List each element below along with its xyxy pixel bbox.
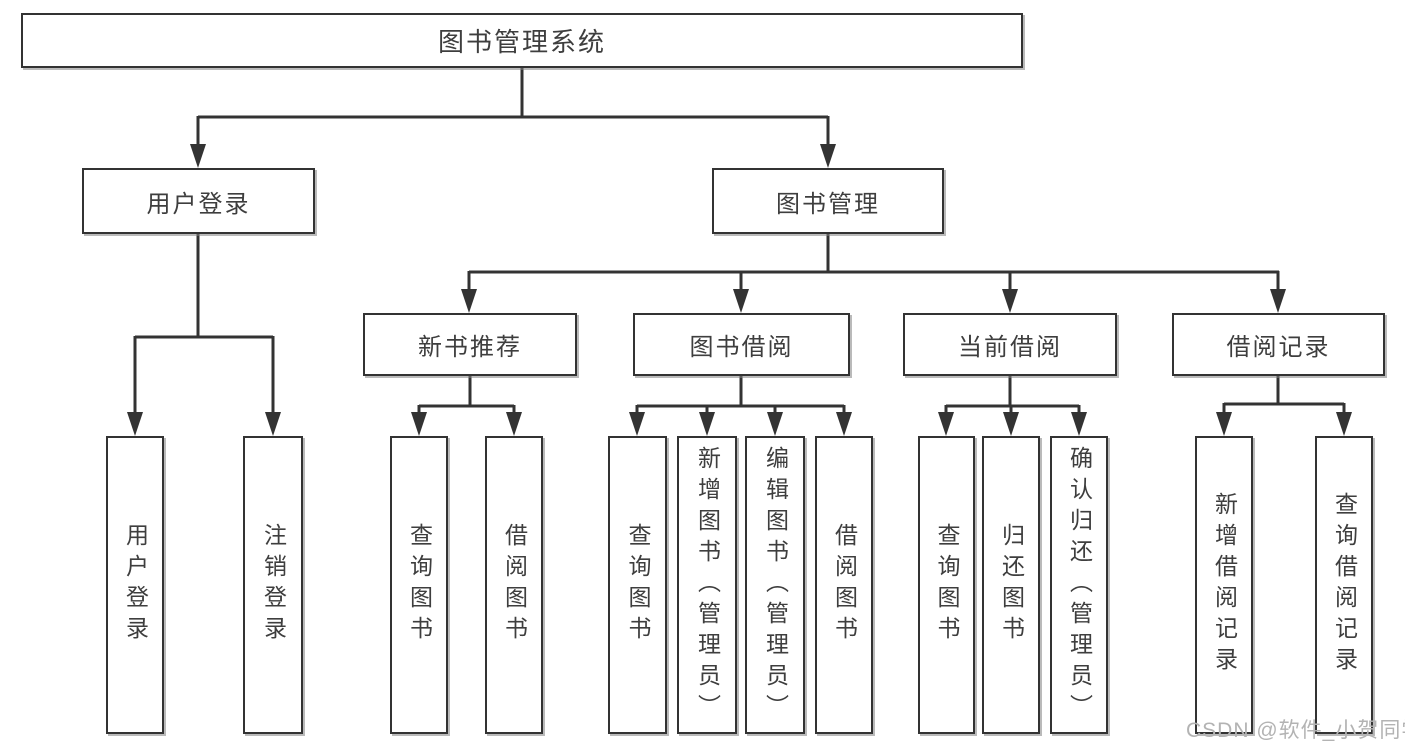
node-bor-add-book-admin-label: 新增图书（管理员）: [694, 445, 721, 725]
node-rec-borrow-book: 借阅图书: [485, 436, 543, 734]
arrowhead: [127, 412, 143, 436]
node-rcd-add-record-label: 新增借阅记录: [1211, 492, 1238, 678]
arrowhead: [1270, 289, 1286, 313]
arrowhead: [411, 412, 427, 436]
node-library-management-system-label: 图书管理系统: [437, 27, 606, 57]
node-cur-confirm-return-admin: 确认归还（管理员）: [1050, 436, 1108, 734]
node-cur-query-book-label: 查询图书: [934, 523, 960, 647]
arrowhead: [506, 412, 522, 436]
node-leaf-user-login-label: 用户登录: [122, 523, 149, 647]
node-rec-query-book-label: 查询图书: [406, 523, 433, 647]
node-bor-query-book-label: 查询图书: [625, 523, 651, 647]
node-bor-add-book-admin: 新增图书（管理员）: [677, 436, 737, 734]
arrowhead: [629, 412, 645, 436]
node-rcd-query-record-label: 查询借阅记录: [1331, 492, 1358, 678]
arrowhead: [820, 144, 836, 168]
node-leaf-logout-label: 注销登录: [260, 523, 287, 647]
node-new-book-recommendation: 新书推荐: [363, 313, 577, 376]
arrowhead: [836, 412, 852, 436]
node-rcd-query-record: 查询借阅记录: [1315, 436, 1373, 734]
node-new-book-recommendation-label: 新书推荐: [418, 334, 522, 361]
arrowhead: [1216, 412, 1232, 436]
node-bor-borrow-book: 借阅图书: [815, 436, 873, 734]
arrowhead: [461, 289, 477, 313]
node-cur-query-book: 查询图书: [918, 436, 975, 734]
node-bor-edit-book-admin-label: 编辑图书（管理员）: [762, 445, 789, 725]
node-user-login-label: 用户登录: [146, 190, 251, 218]
node-current-borrowing-label: 当前借阅: [958, 334, 1062, 361]
csdn-watermark: CSDN @软件_小贺同学: [1186, 719, 1405, 742]
node-book-management-label: 图书管理: [776, 190, 880, 218]
arrowhead: [699, 412, 715, 436]
node-leaf-user-login: 用户登录: [106, 436, 164, 734]
node-rcd-add-record: 新增借阅记录: [1195, 436, 1253, 734]
arrowhead: [1003, 412, 1019, 436]
node-borrowing-records-label: 借阅记录: [1226, 334, 1331, 361]
connector-lines: [133, 68, 1346, 416]
arrowhead: [767, 412, 783, 436]
arrowhead: [938, 412, 954, 436]
node-cur-confirm-return-admin-label: 确认归还（管理员）: [1066, 445, 1093, 725]
node-book-management: 图书管理: [712, 168, 944, 234]
node-rec-borrow-book-label: 借阅图书: [501, 523, 528, 647]
node-book-borrowing: 图书借阅: [633, 313, 850, 376]
node-cur-return-book-label: 归还图书: [998, 523, 1025, 647]
node-rec-query-book: 查询图书: [390, 436, 448, 734]
arrowhead: [1071, 412, 1087, 436]
arrowheads-group: [127, 144, 1352, 436]
node-cur-return-book: 归还图书: [982, 436, 1040, 734]
node-bor-edit-book-admin: 编辑图书（管理员）: [745, 436, 805, 734]
node-leaf-logout: 注销登录: [243, 436, 303, 734]
node-library-management-system: 图书管理系统: [21, 13, 1023, 68]
arrowhead: [1336, 412, 1352, 436]
node-user-login: 用户登录: [82, 168, 315, 234]
node-bor-query-book: 查询图书: [608, 436, 667, 734]
node-borrowing-records: 借阅记录: [1172, 313, 1385, 376]
node-current-borrowing: 当前借阅: [903, 313, 1117, 376]
arrowhead: [733, 289, 749, 313]
node-book-borrowing-label: 图书借阅: [689, 334, 794, 361]
arrowhead: [265, 412, 281, 436]
node-bor-borrow-book-label: 借阅图书: [831, 523, 858, 647]
arrowhead: [1002, 289, 1018, 313]
arrowhead: [190, 144, 206, 168]
